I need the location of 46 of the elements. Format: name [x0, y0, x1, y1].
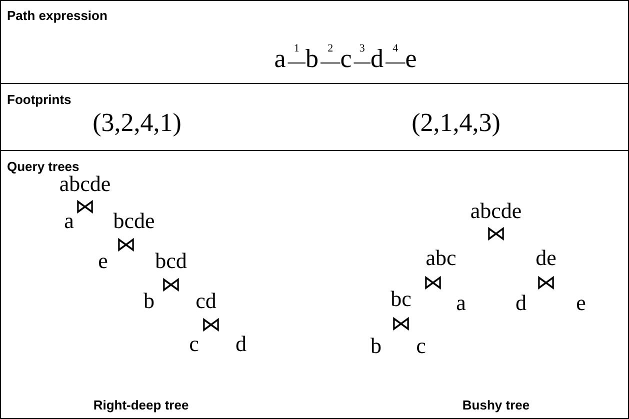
- footprint-text: (3,2,4,1): [92, 110, 182, 136]
- connector-line: [353, 62, 371, 64]
- edge-label: 1: [294, 44, 300, 54]
- edge-label: 2: [328, 44, 334, 54]
- join-symbol: ⋈: [536, 272, 556, 292]
- tree-caption: Bushy tree: [462, 398, 530, 412]
- tree-caption: Right-deep tree: [93, 398, 189, 412]
- connector-line: [287, 62, 306, 64]
- relation-text: cd: [196, 290, 216, 312]
- relation-text: abc: [426, 247, 456, 269]
- relation-text: abcde: [59, 173, 111, 195]
- relation-text: b: [370, 335, 382, 357]
- section-heading: Footprints: [7, 93, 72, 106]
- join-symbol: ⋈: [391, 313, 411, 333]
- section-heading: Path expression: [7, 9, 108, 22]
- relation-text: bcd: [155, 250, 187, 272]
- footprint-text: (2,1,4,3): [412, 110, 500, 136]
- join-symbol: ⋈: [161, 274, 181, 294]
- section-heading: Query trees: [7, 160, 80, 173]
- relation-text: d: [516, 292, 526, 314]
- join-symbol: ⋈: [423, 272, 443, 292]
- connector-line: [320, 62, 341, 64]
- relation-text: abcde: [470, 200, 522, 222]
- path-node-text: d: [370, 46, 384, 72]
- path-node-text: b: [306, 46, 318, 72]
- path-node-text: c: [340, 46, 352, 72]
- relation-text: de: [536, 247, 556, 269]
- relation-text: d: [236, 333, 246, 355]
- relation-text: c: [416, 335, 426, 357]
- join-symbol: ⋈: [201, 314, 221, 334]
- join-symbol: ⋈: [486, 223, 506, 243]
- connector-line: [385, 62, 406, 64]
- join-symbol: ⋈: [75, 196, 95, 216]
- relation-text: b: [144, 290, 154, 312]
- relation-text: a: [456, 292, 466, 314]
- relation-text: e: [576, 292, 586, 314]
- edge-label: 3: [359, 44, 365, 54]
- join-symbol: ⋈: [116, 234, 136, 254]
- edge-label: 4: [392, 44, 398, 54]
- path-node-text: a: [274, 46, 286, 72]
- relation-text: bcde: [113, 210, 155, 232]
- relation-text: a: [64, 210, 74, 232]
- path-node-text: e: [405, 46, 417, 72]
- relation-text: bc: [390, 288, 412, 310]
- relation-text: c: [189, 333, 199, 355]
- relation-text: e: [98, 250, 108, 272]
